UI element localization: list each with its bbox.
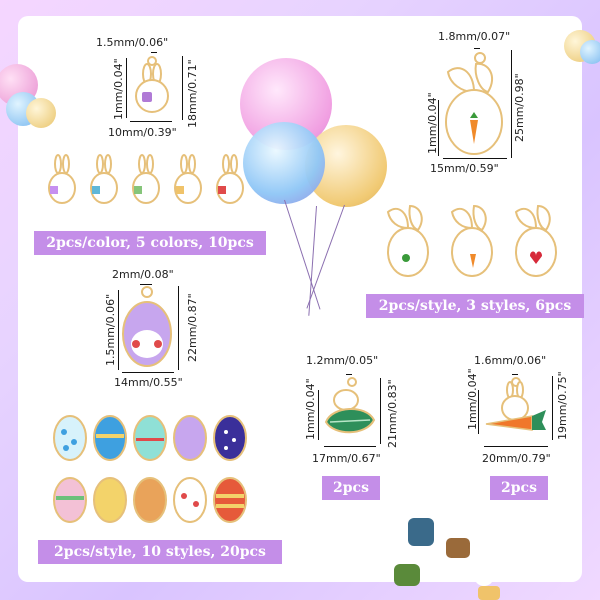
corner-balloon-right-blue: [580, 40, 600, 64]
dimension-line: [151, 52, 157, 53]
dimension-top: 1.8mm/0.07": [438, 30, 511, 43]
dimension-right: 25mm/0.98": [513, 73, 526, 142]
label-group-1: 2pcs/color, 5 colors, 10pcs: [34, 231, 266, 255]
egg-charm-grid: [53, 415, 247, 523]
dimension-line: [380, 378, 381, 444]
label-group-4: 2pcs: [322, 476, 380, 500]
dimension-line: [182, 56, 183, 120]
dimension-top: 1.2mm/0.05": [306, 354, 379, 367]
dimension-right: 19mm/0.75": [556, 371, 569, 440]
dimension-line: [122, 372, 174, 373]
dimension-left: 1.5mm/0.06": [104, 293, 117, 366]
dimension-line: [118, 290, 119, 370]
dimension-bottom: 10mm/0.39": [108, 126, 177, 139]
dimension-top: 1.6mm/0.06": [474, 354, 547, 367]
corner-balloon-yellow: [26, 98, 56, 128]
dimension-left: 1mm/0.04": [466, 368, 479, 430]
dimension-line: [511, 50, 512, 158]
dimension-top: 2mm/0.08": [112, 268, 174, 281]
bunny-charm-row: [48, 154, 244, 204]
dimension-line: [130, 121, 172, 122]
dimension-top: 1.5mm/0.06": [96, 36, 169, 49]
dimension-left: 1mm/0.04": [304, 378, 317, 440]
dimension-bottom: 14mm/0.55": [114, 376, 183, 389]
label-group-2: 2pcs/style, 3 styles, 6pcs: [366, 294, 584, 318]
label-group-3: 2pcs/style, 10 styles, 20pcs: [38, 540, 282, 564]
dimension-line: [438, 100, 439, 156]
label-group-5: 2pcs: [490, 476, 548, 500]
dimension-line: [346, 374, 352, 375]
egg-charm-large: [122, 286, 172, 367]
dimension-line: [140, 284, 152, 285]
dimension-line: [552, 376, 553, 440]
dimension-left: 1mm/0.04": [426, 92, 439, 154]
dimension-bottom: 20mm/0.79": [482, 452, 551, 465]
bunny-carrot-charm: [485, 377, 546, 431]
dimension-right: 18mm/0.71": [186, 59, 199, 128]
dimension-line: [324, 446, 376, 447]
dimension-line: [126, 58, 127, 118]
dimension-line: [178, 286, 179, 370]
bunny-leaf-charm: [324, 377, 376, 434]
dimension-line: [512, 374, 518, 375]
dimension-line: [478, 390, 479, 434]
dimension-bottom: 17mm/0.67": [312, 452, 381, 465]
dimension-left: 1mm/0.04": [112, 58, 125, 120]
dimension-right: 22mm/0.87": [186, 293, 199, 362]
dimension-right: 21mm/0.83": [386, 379, 399, 448]
bunny-figurines-decoration: [394, 488, 500, 600]
dimension-line: [443, 158, 507, 159]
dimension-line: [318, 390, 319, 440]
dimension-line: [484, 446, 548, 447]
bunny-charm-large: [445, 52, 503, 155]
dimension-bottom: 15mm/0.59": [430, 162, 499, 175]
dimension-line: [474, 48, 480, 49]
center-balloon-blue: [243, 122, 325, 204]
bunny-charm-large: [135, 56, 169, 113]
bunny-charm-row: [386, 204, 557, 277]
